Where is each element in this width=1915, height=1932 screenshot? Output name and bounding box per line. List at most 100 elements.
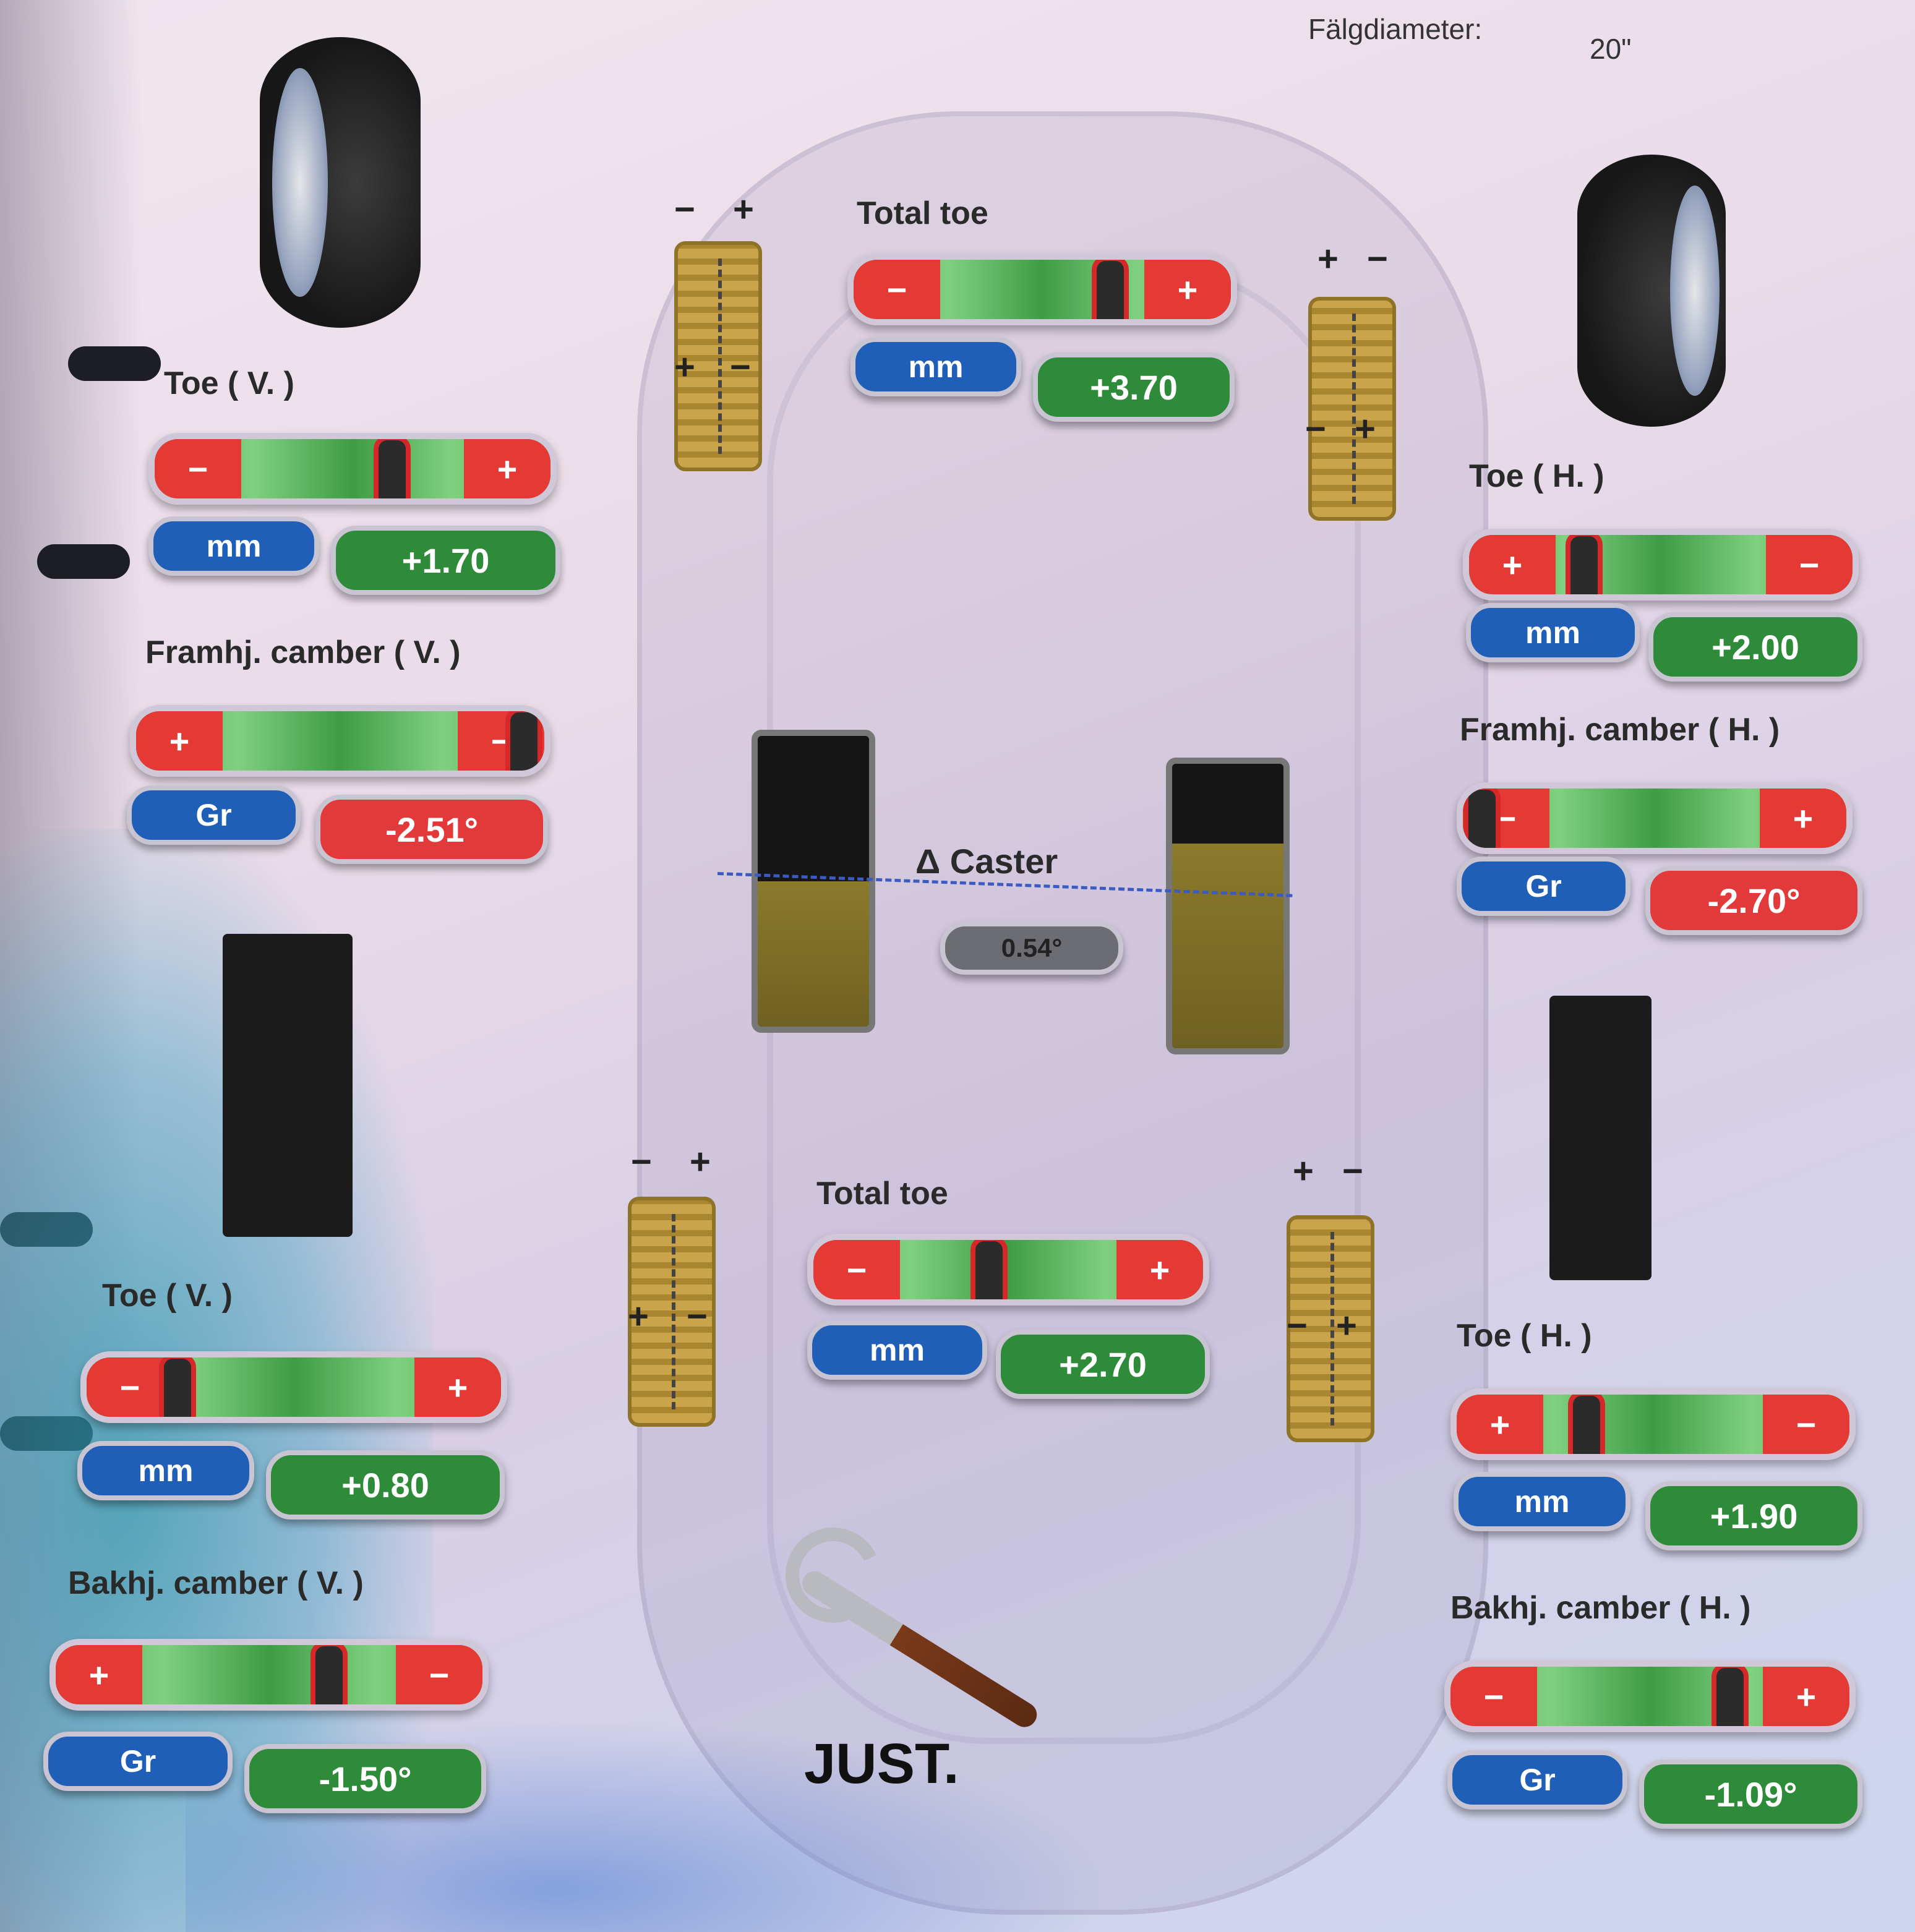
gauge-marker xyxy=(310,1645,348,1704)
tread-icon xyxy=(674,241,762,471)
gauge-marker xyxy=(1091,260,1129,319)
gauge-marker xyxy=(374,439,411,498)
gauge-plus-end: + xyxy=(136,711,223,771)
front-left-wheel-sign: + xyxy=(733,189,754,229)
rear-total-toe-gauge: − + xyxy=(807,1234,1209,1306)
gauge-plus-end: + xyxy=(1144,260,1231,319)
rear-left-wheel-sign: + xyxy=(690,1142,711,1182)
gauge-minus-end: − xyxy=(1763,1395,1849,1454)
gauge-plus-end: + xyxy=(464,439,551,498)
rear-left-camber-value: -1.50° xyxy=(244,1744,486,1813)
rim-diameter-label: Fälgdiameter: xyxy=(1308,13,1483,45)
rear-left-camber-gauge: + − xyxy=(49,1639,489,1711)
rear-total-toe-title: Total toe xyxy=(816,1176,948,1212)
rear-total-toe-unit: mm xyxy=(807,1320,987,1380)
rim-diameter-value: 20" xyxy=(1590,33,1632,65)
rear-right-wheel-sign: + xyxy=(1336,1306,1357,1346)
rear-left-toe-gauge: − + xyxy=(80,1351,507,1423)
rear-left-wheel-sign: − xyxy=(631,1142,652,1182)
rear-right-camber-title: Bakhj. camber ( H. ) xyxy=(1450,1590,1751,1626)
tread-icon xyxy=(1308,297,1396,521)
gauge-plus-end: + xyxy=(1760,789,1846,848)
binder-ring xyxy=(37,544,130,579)
binder-ring xyxy=(68,346,161,381)
adjust-label[interactable]: JUST. xyxy=(804,1732,959,1795)
front-left-wheel-sign: + xyxy=(674,347,695,387)
caster-value: 0.54° xyxy=(940,921,1123,975)
front-right-camber-value: -2.70° xyxy=(1645,866,1862,935)
front-left-camber-gauge: + − xyxy=(130,705,551,777)
gauge-minus-end: − xyxy=(854,260,940,319)
rear-left-toe-unit: mm xyxy=(77,1441,254,1500)
rim-icon xyxy=(272,68,328,297)
gauge-minus-end: − xyxy=(813,1240,900,1299)
front-right-toe-unit: mm xyxy=(1466,603,1640,662)
gauge-marker xyxy=(1567,1395,1605,1454)
front-right-toe-value: +2.00 xyxy=(1648,612,1862,682)
front-left-camber-value: -2.51° xyxy=(315,795,548,864)
front-left-wheel-sign: − xyxy=(730,347,751,387)
gauge-marker xyxy=(1711,1667,1749,1726)
front-right-camber-unit: Gr xyxy=(1457,857,1630,916)
gauge-plus-end: + xyxy=(56,1645,142,1704)
gauge-minus-end: − xyxy=(87,1357,173,1417)
caster-indicator-right xyxy=(1166,758,1290,1054)
rear-left-camber-title: Bakhj. camber ( V. ) xyxy=(68,1565,364,1601)
caster-title: Δ Caster xyxy=(915,842,1058,881)
front-left-toe-title: Toe ( V. ) xyxy=(164,365,294,401)
front-right-toe-title: Toe ( H. ) xyxy=(1469,458,1604,494)
front-total-toe-title: Total toe xyxy=(857,195,988,231)
gauge-minus-end: − xyxy=(1450,1667,1537,1726)
front-right-wheel-sign: − xyxy=(1367,239,1388,279)
rear-left-toe-value: +0.80 xyxy=(266,1450,505,1520)
front-right-wheel-sign: − xyxy=(1305,409,1326,449)
rear-right-toe-gauge: + − xyxy=(1450,1388,1856,1460)
front-right-toe-gauge: + − xyxy=(1463,529,1859,601)
gauge-marker xyxy=(1463,789,1501,848)
rear-left-camber-unit: Gr xyxy=(43,1732,233,1791)
front-right-camber-title: Framhj. camber ( H. ) xyxy=(1460,712,1780,748)
gauge-plus-end: + xyxy=(1763,1667,1849,1726)
rear-right-wheel-sign: − xyxy=(1342,1151,1363,1191)
rear-right-wheel-sign: + xyxy=(1293,1151,1314,1191)
tire-side-icon xyxy=(223,934,353,1237)
gauge-marker xyxy=(505,711,542,771)
rear-right-wheel-sign: − xyxy=(1287,1306,1308,1346)
front-left-camber-unit: Gr xyxy=(127,785,301,845)
gauge-plus-end: + xyxy=(1457,1395,1543,1454)
tread-icon xyxy=(1287,1215,1374,1442)
rear-total-toe-value: +2.70 xyxy=(996,1330,1210,1399)
gauge-minus-end: − xyxy=(1766,535,1853,594)
front-total-toe-unit: mm xyxy=(850,337,1021,396)
rear-right-camber-gauge: − + xyxy=(1444,1661,1856,1732)
gauge-plus-end: + xyxy=(414,1357,501,1417)
gauge-marker xyxy=(1566,535,1603,594)
gauge-plus-end: + xyxy=(1469,535,1556,594)
front-left-camber-title: Framhj. camber ( V. ) xyxy=(145,635,461,670)
front-right-wheel-sign: + xyxy=(1317,239,1339,279)
rear-left-wheel-sign: − xyxy=(687,1296,708,1336)
rear-right-toe-unit: mm xyxy=(1454,1472,1630,1531)
rear-left-wheel-sign: + xyxy=(628,1296,649,1336)
front-left-toe-value: +1.70 xyxy=(331,526,560,595)
gauge-marker xyxy=(970,1240,1008,1299)
rear-left-toe-title: Toe ( V. ) xyxy=(102,1278,233,1314)
front-total-toe-value: +3.70 xyxy=(1033,353,1235,422)
front-left-toe-gauge: − + xyxy=(148,433,557,505)
rear-right-toe-value: +1.90 xyxy=(1645,1481,1862,1550)
tire-side-icon xyxy=(1549,996,1652,1280)
gauge-marker xyxy=(159,1357,197,1417)
rear-right-camber-value: -1.09° xyxy=(1639,1759,1862,1829)
rim-icon xyxy=(1670,186,1720,396)
tread-icon xyxy=(628,1197,716,1427)
front-right-wheel-sign: + xyxy=(1355,409,1376,449)
rear-right-toe-title: Toe ( H. ) xyxy=(1457,1318,1592,1354)
rear-right-camber-unit: Gr xyxy=(1447,1750,1627,1810)
front-left-toe-unit: mm xyxy=(148,516,319,576)
front-left-wheel-sign: − xyxy=(674,189,695,229)
front-total-toe-gauge: − + xyxy=(847,254,1237,325)
gauge-minus-end: − xyxy=(396,1645,482,1704)
gauge-minus-end: − xyxy=(155,439,241,498)
gauge-plus-end: + xyxy=(1116,1240,1203,1299)
caster-indicator-left xyxy=(752,730,875,1033)
